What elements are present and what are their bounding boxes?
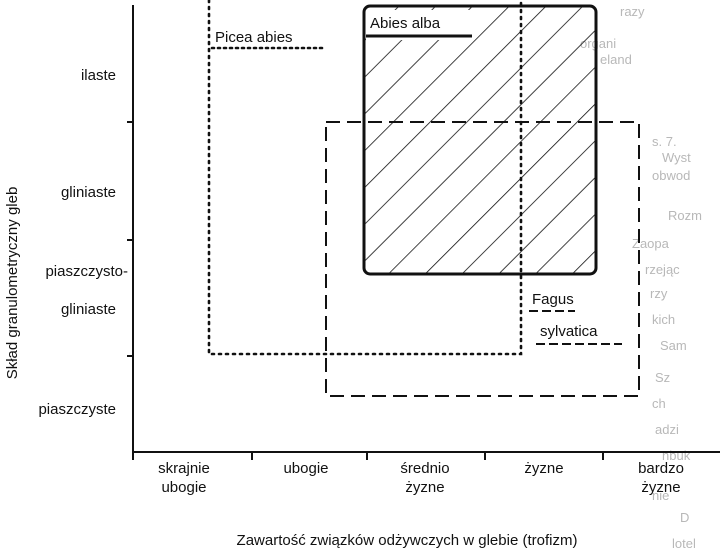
bleed-through-word: eland	[600, 52, 632, 67]
bleed-through-word: Rozm	[668, 208, 702, 223]
x-label-ubogie-1: ubogie	[161, 479, 206, 496]
x-label-zyzne: żyzne	[524, 460, 563, 477]
y-category-labels: ilaste gliniaste piaszczysto- gliniaste …	[38, 67, 128, 418]
bleed-through-word: Sam	[660, 338, 687, 353]
fagus-label-line1: Fagus	[532, 291, 574, 308]
y-axis-title: Skład granulometryczny gleb	[4, 187, 21, 380]
x-label-srednio: średnio	[400, 460, 449, 477]
bleed-through-word: rzejąc	[645, 262, 680, 277]
bleed-through-word: ch	[652, 396, 666, 411]
bleed-through-word: D	[680, 510, 689, 525]
y-label-ilaste: ilaste	[81, 67, 116, 84]
x-label-zyzne-2: żyzne	[641, 479, 680, 496]
bleed-through-word: adzi	[655, 422, 679, 437]
bleed-through-word: nie	[652, 488, 669, 503]
bleed-through-word: lotel	[672, 536, 696, 551]
fagus-label-line2: sylvatica	[540, 323, 598, 340]
y-label-gliniaste: gliniaste	[61, 184, 116, 201]
y-label-piaszczyste: piaszczyste	[38, 401, 116, 418]
bleed-through-word: Sz	[655, 370, 670, 385]
y-label-piaszczysto: piaszczysto-	[45, 263, 128, 280]
bleed-through-word: razy	[620, 4, 645, 19]
bleed-through-word: obwod	[652, 168, 690, 183]
bleed-through-word: rzy	[650, 286, 668, 301]
picea-abies-label: Picea abies	[215, 29, 293, 46]
x-label-bardzo: bardzo	[638, 460, 684, 477]
x-label-skrajnie: skrajnie	[158, 460, 210, 477]
axes	[127, 5, 720, 460]
bleed-through-word: kich	[652, 312, 675, 327]
x-axis-title: Zawartość związków odżywczych w glebie (…	[237, 532, 578, 549]
abies-alba-range	[362, 4, 598, 276]
bleed-through-word: Zaopa	[632, 236, 670, 251]
x-label-ubogie: ubogie	[283, 460, 328, 477]
bleed-through-word: s. 7.	[652, 134, 677, 149]
x-label-zyzne-1: żyzne	[405, 479, 444, 496]
y-label-piaszczysto-gliniaste: gliniaste	[61, 301, 116, 318]
abies-alba-label: Abies alba	[370, 15, 441, 32]
x-category-labels: skrajnie ubogie ubogie średnio żyzne żyz…	[158, 460, 684, 496]
bleed-through-word: Wyst	[662, 150, 691, 165]
picea-abies-range	[207, 0, 523, 356]
